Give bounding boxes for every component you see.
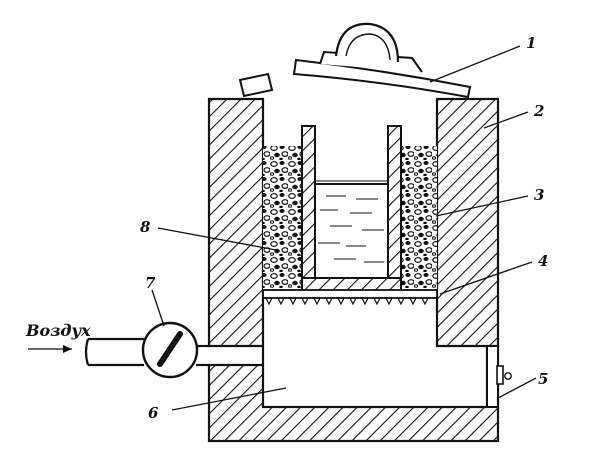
label-5: 5 <box>538 370 548 388</box>
label-air: Воздух <box>25 321 91 340</box>
leader-8 <box>157 227 277 251</box>
leader-3 <box>435 195 529 217</box>
leader-5 <box>497 377 537 399</box>
label-8: 8 <box>140 218 151 236</box>
label-7: 7 <box>145 274 156 292</box>
label-3: 3 <box>534 186 544 204</box>
label-6: 6 <box>148 404 159 422</box>
leader-4 <box>439 261 533 295</box>
leader-6 <box>171 387 287 411</box>
furnace-wall-right <box>435 97 500 348</box>
air-arrow-icon <box>28 345 72 353</box>
charge-right <box>401 146 437 290</box>
label-4: 4 <box>538 252 548 270</box>
lid-fragment <box>238 72 274 98</box>
valve-damper-icon <box>157 331 183 367</box>
label-2: 2 <box>533 102 544 120</box>
crucible-wall-right <box>387 125 402 281</box>
grate <box>262 289 438 306</box>
leader-7 <box>151 289 165 327</box>
lid <box>292 22 472 99</box>
label-1: 1 <box>526 34 536 52</box>
crucible-wall-left <box>301 125 316 281</box>
leader-2 <box>483 111 529 129</box>
charge-left <box>263 146 303 290</box>
door-hinge <box>496 365 504 385</box>
door-knob-icon <box>504 372 512 380</box>
furnace-wall <box>207 97 500 443</box>
liquid <box>315 180 388 263</box>
air-pipe <box>84 337 209 367</box>
leader-1 <box>429 45 521 83</box>
lid-handle-icon <box>334 22 400 63</box>
